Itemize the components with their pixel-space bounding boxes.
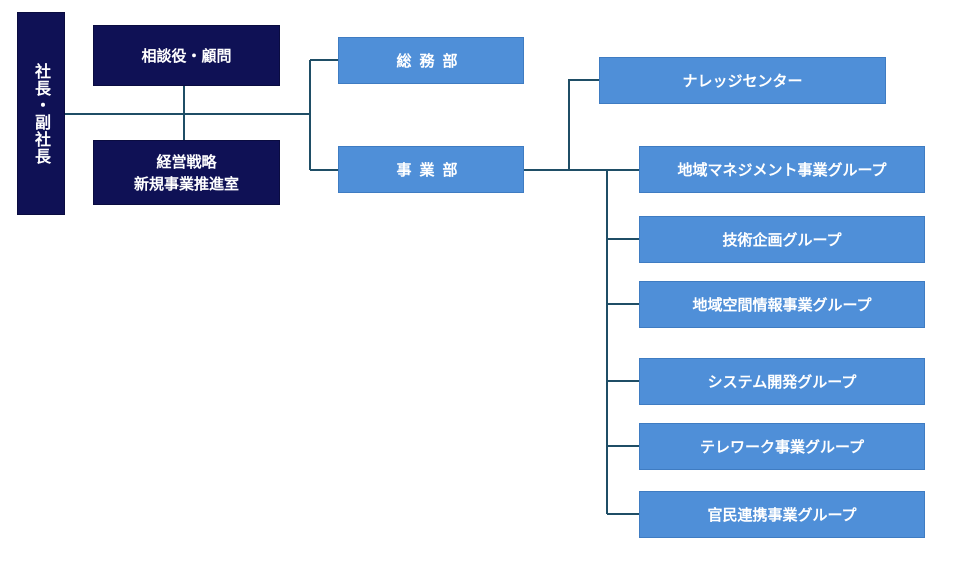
business-division-box: 事業部 [338,146,524,193]
group-regional-management: 地域マネジメント事業グループ [639,146,925,193]
advisor-box: 相談役・顧問 [93,25,280,86]
connector-knowledge [568,79,599,170]
general-affairs-box: 総務部 [338,37,524,84]
group-geospatial-info: 地域空間情報事業グループ [639,281,925,328]
group-technical-planning: 技術企画グループ [639,216,925,263]
group-telework: テレワーク事業グループ [639,423,925,470]
president-box: 社長・副社長 [17,12,65,215]
strategy-office-box: 経営戦略 新規事業推進室 [93,140,280,205]
knowledge-center-box: ナレッジセンター [599,57,886,104]
group-system-development: システム開発グループ [639,358,925,405]
group-public-private: 官民連携事業グループ [639,491,925,538]
